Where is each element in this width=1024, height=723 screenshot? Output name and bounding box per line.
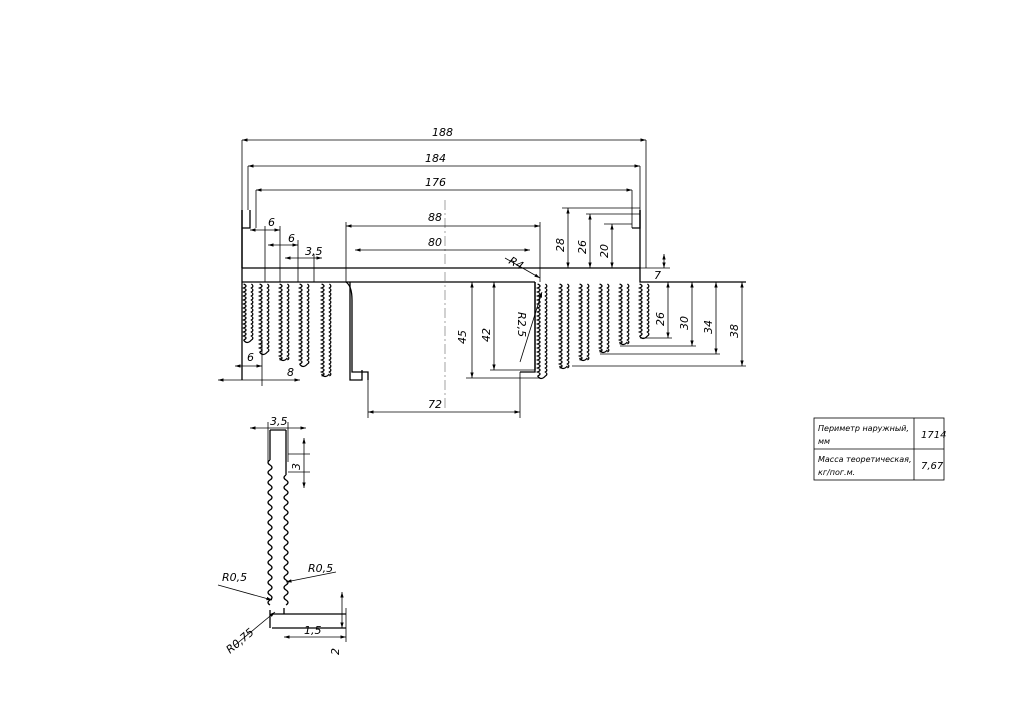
dim-184: 184 [425,152,446,165]
fin-right-2 [557,283,570,370]
detail-dim-3: 3 [290,463,303,470]
detail-r0-5-right: R0,5 [308,562,333,575]
left-fins [241,283,332,378]
dim-r4: R4 [507,254,526,272]
dim-h-34: 34 [702,320,715,334]
right-fins [535,283,650,380]
dimension-lines: 188 184 176 88 80 72 6 6 3,5 [218,126,746,418]
dim-h-30: 30 [678,316,691,330]
fin-left-5 [319,283,332,378]
fin-left-4 [297,283,310,368]
perimeter-label-2: мм [818,437,830,446]
dim-fin-3-5: 3,5 [305,245,323,258]
dim-72: 72 [428,398,442,411]
title-block: Периметр наружный, мм 1714 Масса теорети… [813,417,946,481]
fin-right-6 [637,283,650,340]
dim-h-45: 45 [456,330,469,344]
fin-right-3 [577,283,590,362]
dim-left-6: 6 [247,351,254,364]
dim-left-8: 8 [287,366,294,379]
perimeter-value: 1714 [921,430,946,441]
dim-h-42: 42 [480,328,493,342]
fin-right-1 [535,283,548,380]
perimeter-label-1: Периметр наружный, [818,424,909,433]
mass-label-1: Масса теоретическая, [818,455,912,464]
fin-right-5 [617,283,630,346]
dim-80: 80 [428,236,442,249]
detail-r0-5-left: R0,5 [222,571,247,584]
detail-dim-2: 2 [329,648,342,655]
central-channel [345,281,536,380]
dim-h-28: 28 [554,238,567,252]
mass-label-2: кг/пог.м. [818,468,855,477]
dim-h-20: 20 [598,244,611,258]
fin-right-4 [597,283,610,354]
fin-left-3 [277,283,290,362]
detail-fin-outline [267,429,289,628]
detail-dim-1-5: 1,5 [304,624,322,637]
detail-dim-3-5: 3,5 [270,415,288,428]
dim-h-38: 38 [728,324,741,338]
dim-r2-5: R2,5 [515,312,528,337]
fin-detail-view: 3,5 3 R0,5 R0,5 R0,75 1,5 2 [217,415,347,657]
dim-fin-6b: 6 [288,232,295,245]
detail-r0-75: R0,75 [224,626,257,657]
dim-fin-6a: 6 [268,216,275,229]
heatsink-profile [241,200,746,410]
dim-88: 88 [428,211,442,224]
fin-left-1 [241,283,254,344]
mass-value: 7,67 [921,461,944,472]
dim-h-26-top: 26 [576,240,589,254]
dim-188: 188 [432,126,453,139]
dim-h-7: 7 [654,269,661,282]
dim-h-26: 26 [654,312,667,326]
fin-left-2 [257,283,270,356]
dim-176: 176 [425,176,446,189]
